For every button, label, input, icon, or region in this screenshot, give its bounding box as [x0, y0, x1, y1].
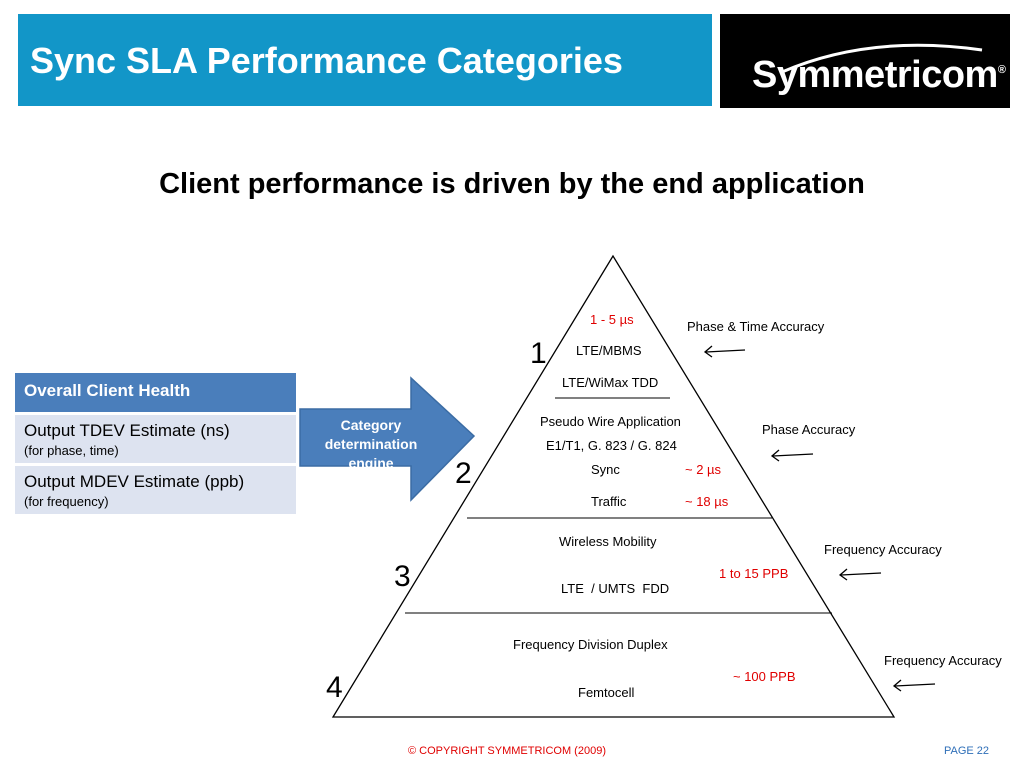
page-title: Sync SLA Performance Categories — [30, 40, 623, 81]
health-row-tdev: Output TDEV Estimate (ns) (for phase, ti… — [15, 415, 296, 466]
level-3-accuracy: Frequency Accuracy — [824, 542, 942, 557]
health-row-label: Output MDEV Estimate (ppb) — [24, 472, 245, 491]
level-2-row-spec: ~ 18 µs — [685, 494, 729, 509]
engine-label: Category determination engine — [324, 417, 418, 471]
level-1-number: 1 — [530, 337, 547, 370]
health-row-mdev: Output MDEV Estimate (ppb) (for frequenc… — [15, 466, 296, 517]
title-bar: Sync SLA Performance Categories — [18, 14, 712, 106]
level-2-app: E1/T1, G. 823 / G. 824 — [546, 438, 677, 453]
level-3-number: 3 — [394, 560, 411, 593]
level-4-app: Femtocell — [578, 685, 635, 700]
level-3-app: Wireless Mobility — [559, 534, 657, 549]
logo-arc-icon — [781, 43, 983, 74]
logo-wordmark: Symmetricom® — [752, 54, 1006, 96]
level-2-accuracy: Phase Accuracy — [762, 422, 856, 437]
level-1-app: LTE/WiMax TDD — [562, 375, 659, 390]
level-2-row-spec: ~ 2 µs — [685, 462, 722, 477]
footer-page-number: PAGE 22 — [944, 745, 990, 757]
level-4-spec: ~ 100 PPB — [733, 669, 796, 684]
level-4-number: 4 — [326, 671, 343, 704]
health-row-sublabel: (for phase, time) — [24, 443, 119, 458]
level-1-spec: 1 - 5 µs — [590, 312, 634, 327]
level-2-row-name: Sync — [591, 462, 620, 477]
level-4-accuracy: Frequency Accuracy — [884, 653, 1002, 668]
level-1-app: LTE/MBMS — [576, 343, 642, 358]
slide-subtitle: Client performance is driven by the end … — [159, 168, 865, 200]
footer-copyright: © COPYRIGHT SYMMETRICOM (2009) — [408, 745, 606, 757]
level-2-app: Pseudo Wire Application — [540, 414, 681, 429]
health-table-header: Overall Client Health — [15, 373, 296, 415]
level-3-app: LTE / UMTS FDD — [561, 581, 670, 596]
level-2-row-name: Traffic — [591, 494, 627, 509]
level-3-spec: 1 to 15 PPB — [719, 566, 789, 581]
symmetricom-logo: Symmetricom® — [720, 14, 1010, 108]
level-2-number: 2 — [455, 457, 472, 490]
level-4-app: Frequency Division Duplex — [513, 637, 668, 652]
engine-arrow-shape — [299, 376, 476, 502]
health-row-sublabel: (for frequency) — [24, 494, 109, 509]
health-row-label: Output TDEV Estimate (ns) — [24, 421, 230, 440]
level-1-accuracy: Phase & Time Accuracy — [687, 319, 825, 334]
client-health-table: Overall Client Health Output TDEV Estima… — [15, 373, 296, 517]
